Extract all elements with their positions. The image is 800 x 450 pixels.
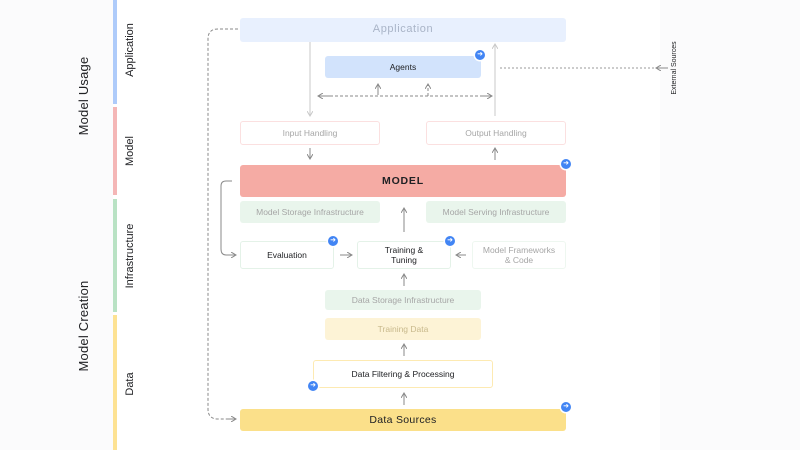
node-model-frameworks[interactable]: Model Frameworks & Code: [472, 241, 566, 269]
node-evaluation[interactable]: Evaluation: [240, 241, 334, 269]
node-model-storage[interactable]: Model Storage Infrastructure: [240, 201, 380, 223]
node-data-sources[interactable]: Data Sources: [240, 409, 566, 431]
node-model[interactable]: MODEL: [240, 165, 566, 197]
data-layer-bar: [113, 315, 117, 450]
agents-dashed-link: [320, 87, 490, 97]
arrow-right-icon[interactable]: ➜: [328, 236, 338, 246]
application-layer-bar: [113, 0, 117, 104]
arrow-model-evaluation-loop: [220, 180, 236, 255]
node-application[interactable]: Application: [240, 18, 566, 42]
node-training-data[interactable]: Training Data: [325, 318, 481, 340]
node-output-handling[interactable]: Output Handling: [426, 121, 566, 145]
node-training-tuning[interactable]: Training & Tuning: [357, 241, 451, 269]
node-input-handling[interactable]: Input Handling: [240, 121, 380, 145]
arrow-right-icon[interactable]: ➜: [445, 236, 455, 246]
arrow-right-icon[interactable]: ➜: [475, 50, 485, 60]
application-band: [113, 0, 660, 104]
arrow-right-icon[interactable]: ➜: [561, 159, 571, 169]
model-layer-bar: [113, 107, 117, 195]
node-agents[interactable]: Agents: [325, 56, 481, 78]
node-model-serving[interactable]: Model Serving Infrastructure: [426, 201, 566, 223]
application-data-sources-loop: [207, 28, 238, 420]
node-data-storage[interactable]: Data Storage Infrastructure: [325, 290, 481, 310]
arrow-right-icon[interactable]: ➜: [308, 381, 318, 391]
node-data-filtering[interactable]: Data Filtering & Processing: [313, 360, 493, 388]
arrow-right-icon[interactable]: ➜: [561, 402, 571, 412]
infrastructure-layer-bar: [113, 199, 117, 312]
